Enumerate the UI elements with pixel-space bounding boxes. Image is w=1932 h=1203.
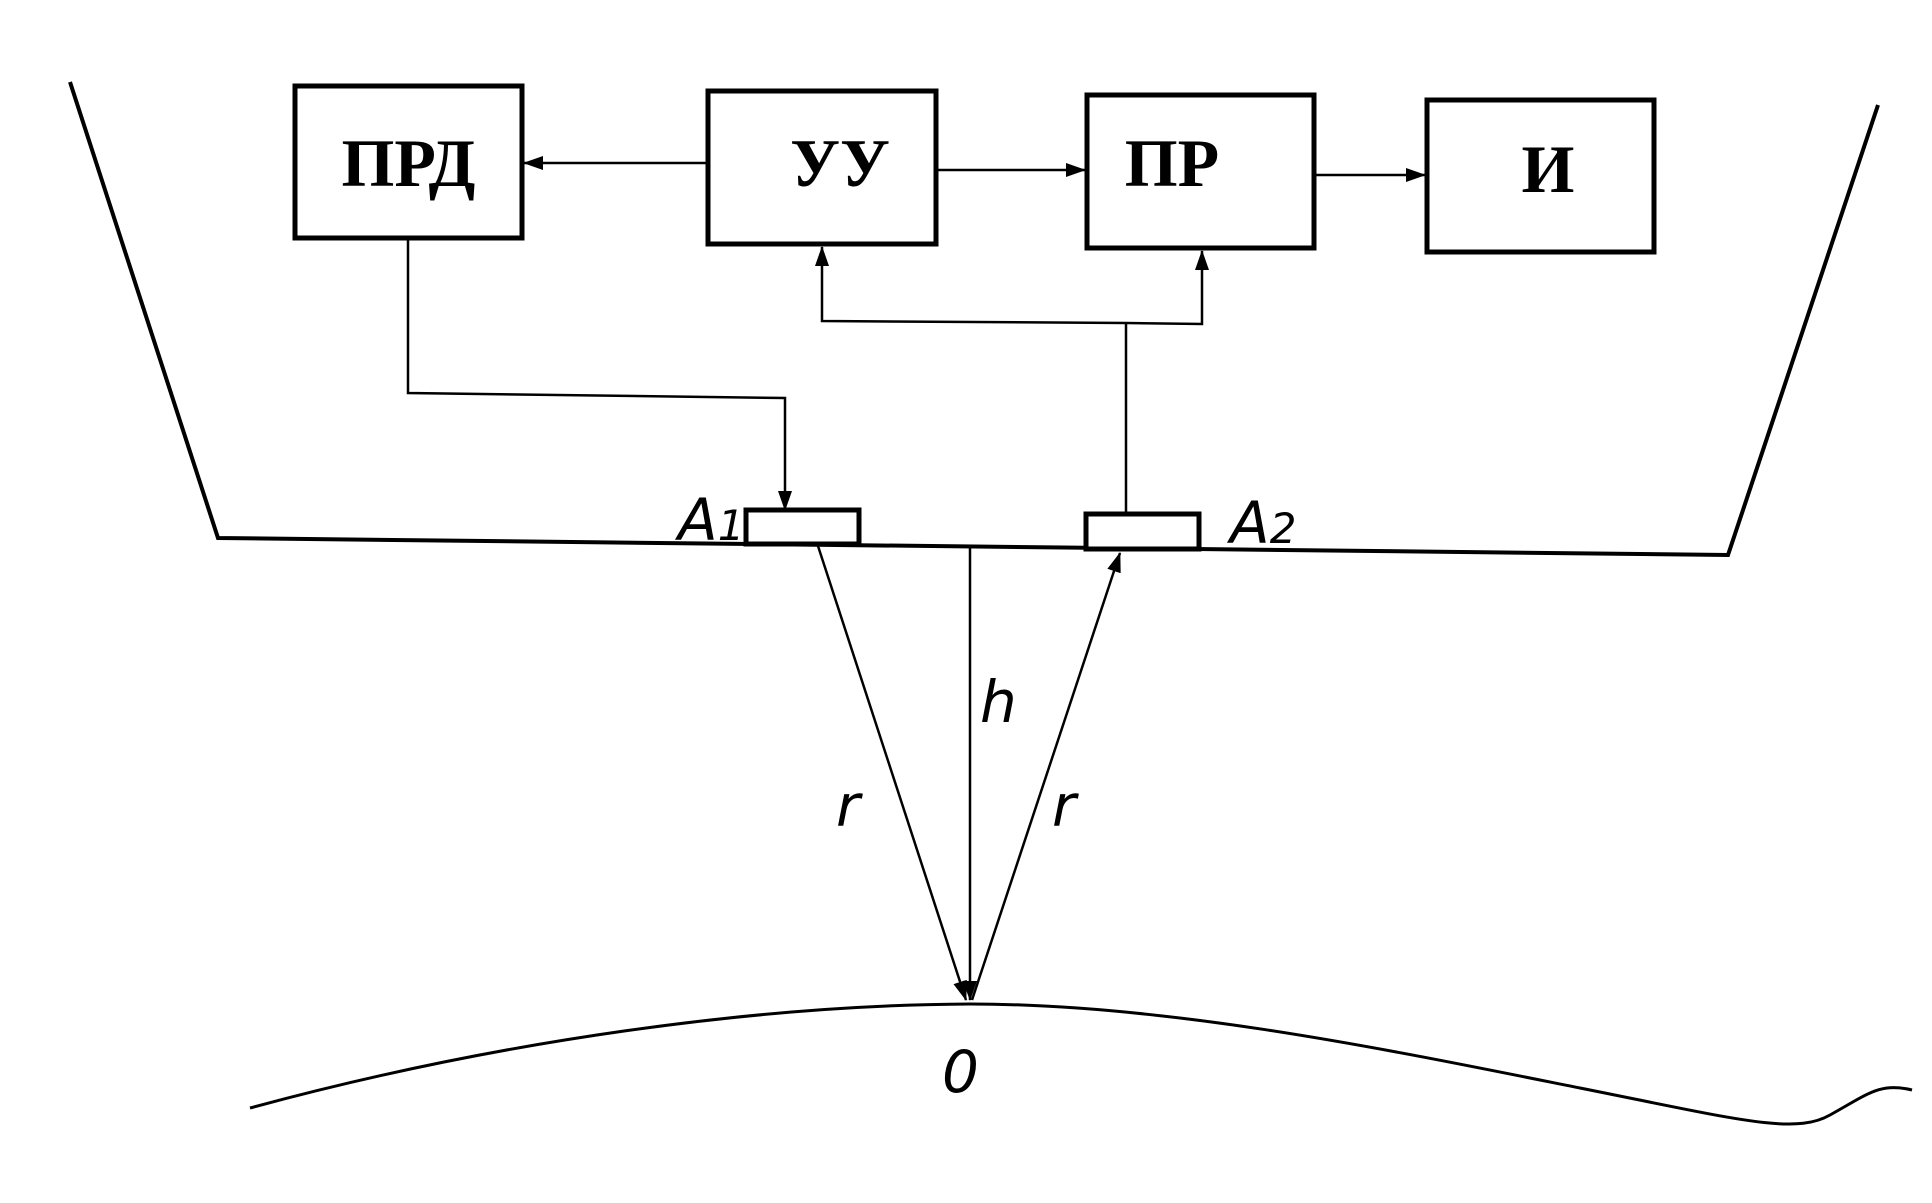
- aircraft-hull-outline: [68, 81, 1880, 558]
- transmitter-block: ПРД: [292, 83, 525, 241]
- feedback-to-receiver-line: [1125, 250, 1209, 326]
- transmitter-label: ПРД: [342, 125, 476, 201]
- transmitter-to-antenna-a1-line: [406, 240, 792, 511]
- feedback-to-control-unit-line: [815, 246, 1127, 325]
- antenna-a1-label: A1: [674, 486, 744, 554]
- antenna-a2: [1083, 511, 1202, 552]
- receiver-block: ПР: [1084, 92, 1317, 251]
- transmitted-ray-line: [816, 545, 968, 1001]
- receiver-label: ПР: [1125, 125, 1219, 201]
- antenna-a1: [743, 507, 862, 547]
- indicator-label: И: [1522, 131, 1575, 207]
- ground-surface: [249, 1002, 1913, 1126]
- range-label-left: r: [836, 772, 863, 840]
- range-label-right: r: [1052, 772, 1079, 840]
- indicator-block: И: [1424, 97, 1657, 255]
- height-label: h: [980, 668, 1017, 736]
- control-unit-block: УУ: [705, 88, 939, 247]
- antenna-a2-label: A2: [1226, 489, 1296, 557]
- reflected-ray-line: [970, 552, 1122, 1001]
- surface-point-label: 0: [942, 1038, 979, 1106]
- control-unit-label: УУ: [790, 125, 890, 201]
